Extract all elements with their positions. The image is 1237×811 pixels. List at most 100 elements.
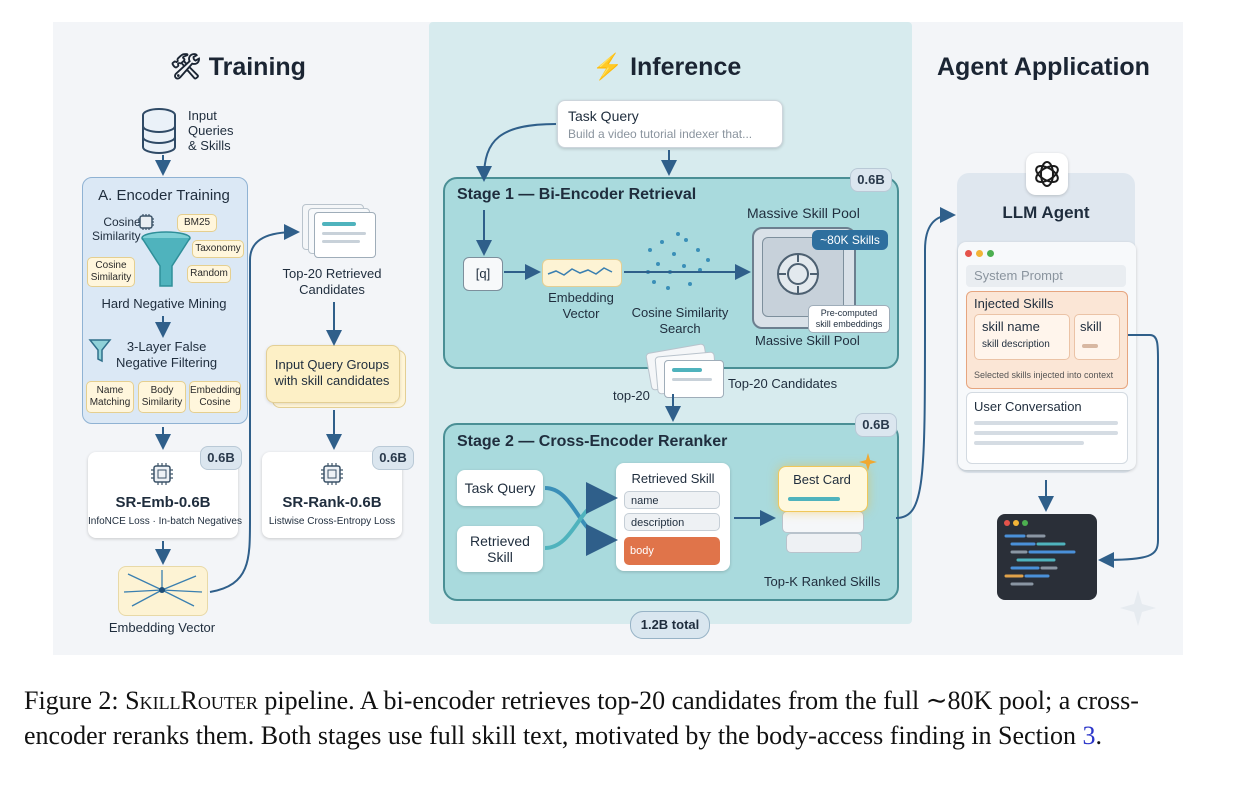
ranked-card (786, 533, 862, 553)
cosine-label: Cosine Similarity (92, 215, 141, 243)
query-groups-label: Input Query Groups with skill candidates (274, 357, 390, 388)
terminal-window (997, 514, 1097, 600)
llm-logo-box (1026, 153, 1068, 195)
code-lines-icon (1004, 534, 1076, 586)
stage2-task-query: Task Query (457, 470, 543, 506)
pool-size-badge: ~80K Skills (812, 230, 888, 250)
injected-skill-line (1082, 344, 1098, 348)
stage1-cosine-label: Cosine Similarity Search (631, 305, 729, 336)
llm-agent-label: LLM Agent (1002, 203, 1090, 222)
injected-skill-desc: skill description (982, 339, 1050, 350)
task-query-card (557, 100, 783, 148)
arrow-vector-to-candidates (209, 224, 300, 593)
chip-icon (321, 463, 343, 485)
window-maximize-dot (987, 250, 994, 257)
stage1-title: Stage 1 — Bi-Encoder Retrieval (457, 186, 697, 203)
database-icon (142, 108, 176, 154)
inference-title: ⚡ Inference (592, 53, 742, 81)
injected-skills-title: Injected Skills (974, 296, 1054, 311)
best-card-line (788, 497, 840, 501)
top20-card-line (672, 378, 712, 381)
training-title: 🛠 Training (170, 53, 306, 81)
random-tag: Random (187, 265, 231, 283)
arrow-query-to-skill (544, 486, 618, 556)
injected-skill-short: skill (1080, 319, 1102, 334)
stage1-embedding-label: Embedding Vector (548, 290, 614, 321)
filter-icon (88, 339, 112, 363)
stage2-retrieved-skill: Retrieved Skill (457, 526, 543, 572)
sr-emb-badge: 0.6B (200, 446, 242, 470)
hard-negative-label: Hard Negative Mining (101, 296, 227, 311)
skill-card-title: Retrieved Skill (631, 471, 715, 486)
stage1-badge: 0.6B (850, 168, 892, 192)
top20-label: top-20 (613, 388, 650, 403)
openai-logo-icon (1035, 161, 1059, 187)
retrieved-candidates-label: Top-20 Retrieved Candidates (282, 266, 382, 297)
bm25-tag: BM25 (177, 214, 217, 232)
injected-skill-card (974, 314, 1070, 360)
stage2-badge: 0.6B (855, 413, 897, 437)
embedding-vector-label: Embedding Vector (108, 620, 216, 635)
precomputed-note: Pre-computed skill embeddings (808, 305, 890, 333)
conversation-line (974, 441, 1084, 445)
stage2-title: Stage 2 — Cross-Encoder Reranker (457, 433, 728, 450)
chip-icon (138, 214, 154, 230)
skill-field-body: body (624, 537, 720, 565)
funnel-icon (141, 231, 191, 287)
candidate-stack-front (314, 212, 376, 258)
system-prompt: System Prompt (966, 265, 1126, 287)
query-groups-box (266, 345, 400, 403)
skill-field-name: name (624, 491, 720, 509)
total-params-badge: 1.2B total (630, 611, 710, 639)
chip-icon (151, 463, 173, 485)
sr-emb-loss: InfoNCE Loss · In-batch Negatives (88, 516, 242, 527)
sr-emb-name: SR-Emb-0.6B (115, 494, 211, 511)
encoder-training-title: A. Encoder Training (98, 187, 230, 204)
skill-field-description: description (624, 513, 720, 531)
section-reference-link[interactable]: 3 (1082, 721, 1096, 750)
injected-skill-card-2 (1074, 314, 1120, 360)
sr-rank-loss: Listwise Cross-Entropy Loss (268, 516, 396, 527)
cosine-tag: Cosine Similarity (87, 257, 135, 287)
top20-card-line (672, 368, 702, 372)
agent-title: Agent Application (937, 53, 1150, 81)
arrow-query-to-stage1 (476, 123, 557, 182)
pool-footer: Massive Skill Pool (755, 333, 860, 348)
terminal-close-dot (1004, 520, 1010, 526)
sr-rank-name: SR-Rank-0.6B (282, 494, 382, 511)
best-card (778, 466, 868, 512)
figure-caption: Figure 2: SkillRouter pipeline. A bi-enc… (24, 686, 1139, 750)
arrow-skill-to-skill (544, 482, 618, 550)
sr-rank-badge: 0.6B (372, 446, 414, 470)
ranked-label: Top-K Ranked Skills (764, 574, 881, 589)
user-conversation-title: User Conversation (974, 399, 1082, 414)
task-query-text: Build a video tutorial indexer that... (568, 127, 753, 141)
conversation-line (974, 431, 1118, 435)
task-query-title: Task Query (568, 108, 639, 124)
pool-title: Massive Skill Pool (747, 205, 860, 221)
candidate-line (322, 240, 360, 243)
tools-icon: 🛠 (170, 53, 202, 81)
embedding-wave-icon (547, 267, 613, 276)
query-token: [q] (463, 257, 503, 291)
terminal-maximize-dot (1022, 520, 1028, 526)
input-label: Input Queries & Skills (188, 108, 234, 153)
candidate-line (322, 232, 366, 235)
arrow-ranked-to-agent (895, 207, 956, 519)
filter-label: 3-Layer False Negative Filtering (116, 339, 218, 370)
injected-note: Selected skills injected into context (974, 370, 1114, 380)
taxonomy-tag: Taxonomy (192, 240, 244, 258)
window-close-dot (965, 250, 972, 257)
conversation-line (974, 421, 1118, 425)
top20-candidates-label: Top-20 Candidates (728, 376, 838, 391)
window-minimize-dot (976, 250, 983, 257)
sparkle-icon (859, 453, 877, 471)
sparkle-watermark-icon (1120, 590, 1156, 626)
candidate-line (322, 222, 356, 226)
lightning-icon: ⚡ (592, 53, 624, 81)
terminal-minimize-dot (1013, 520, 1019, 526)
